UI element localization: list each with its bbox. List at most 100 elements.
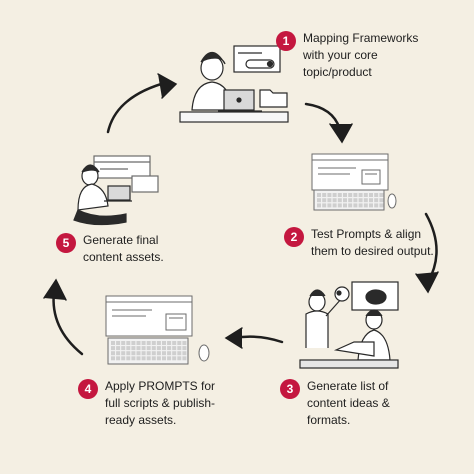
keyboard-key <box>363 193 368 197</box>
curved-arrow-icon <box>106 73 178 134</box>
curved-arrow-icon <box>224 327 284 349</box>
step-label: Mapping Frameworks with your core topic/… <box>303 31 419 79</box>
keyboard-key <box>136 341 141 345</box>
keyboard-key <box>379 203 384 208</box>
keyboard-key <box>327 203 332 208</box>
keyboard-key <box>131 346 136 351</box>
keyboard-key <box>182 341 187 345</box>
keyboard-key <box>156 351 161 356</box>
keyboard-key <box>151 351 156 356</box>
keyboard-key <box>162 341 166 345</box>
keyboard-key <box>116 341 121 345</box>
keyboard-key <box>337 198 342 203</box>
person-sitting-with-laptop-illustration <box>73 155 159 226</box>
step-label: Generate list of content ideas & formats… <box>307 379 390 427</box>
keyboard-key <box>343 193 347 197</box>
curved-arrow-icon <box>415 212 439 294</box>
keyboard-key <box>358 198 363 203</box>
step-4: 4 Apply PROMPTS for full scripts & publi… <box>78 378 215 429</box>
keyboard-key <box>369 198 373 203</box>
keyboard-key <box>156 356 161 361</box>
keyboard-key <box>141 341 146 345</box>
keyboard-key <box>332 193 337 197</box>
keyboard-key <box>151 346 156 351</box>
keyboard-key <box>116 351 121 356</box>
keyboard-key <box>167 356 172 361</box>
keyboard-key <box>353 193 358 197</box>
keyboard-key <box>146 356 151 361</box>
keyboard-key <box>374 193 379 197</box>
keyboard-key <box>348 203 353 208</box>
keyboard-key <box>111 341 115 345</box>
keyboard-key <box>167 351 172 356</box>
keyboard-key <box>374 203 379 208</box>
curved-arrow-icon <box>304 102 353 144</box>
keyboard-key <box>317 193 321 197</box>
keyboard-key <box>167 346 172 351</box>
keyboard-key <box>177 341 182 345</box>
keyboard-key <box>177 346 182 351</box>
keyboard-key <box>146 346 151 351</box>
keyboard-key <box>136 356 141 361</box>
keyboard-key <box>131 356 136 361</box>
keyboard-key <box>141 346 146 351</box>
keyboard-key <box>172 341 177 345</box>
keyboard-key <box>121 356 126 361</box>
keyboard-key <box>151 341 156 345</box>
keyboard-key <box>141 356 146 361</box>
step-label: Generate final content assets. <box>83 233 164 264</box>
keyboard-key <box>332 203 337 208</box>
keyboard-key <box>172 356 177 361</box>
step-number-badge: 3 <box>280 379 300 399</box>
keyboard-key <box>121 346 126 351</box>
mouse-icon <box>198 344 210 362</box>
keyboard-keys-right <box>317 193 384 208</box>
keyboard-key <box>162 356 166 361</box>
keyboard-key <box>363 203 368 208</box>
step-1: 1 Mapping Frameworks with your core topi… <box>276 30 418 81</box>
step-5: 5 Generate final content assets. <box>56 232 164 266</box>
keyboard-key <box>182 356 187 361</box>
step-number-badge: 1 <box>276 31 296 51</box>
keyboard-key <box>353 198 358 203</box>
keyboard-key <box>126 341 131 345</box>
step-number-badge: 2 <box>284 227 304 247</box>
keyboard-key <box>156 346 161 351</box>
keyboard-key <box>177 351 182 356</box>
keyboard-key <box>172 346 177 351</box>
keyboard-key <box>358 193 363 197</box>
keyboard-key <box>146 351 151 356</box>
keyboard-key <box>126 351 131 356</box>
keyboard-key <box>136 346 141 351</box>
keyboard-key <box>182 346 187 351</box>
mouse-icon <box>387 193 397 209</box>
keyboard-key <box>136 351 141 356</box>
keyboard-key <box>379 198 384 203</box>
keyboard-key <box>374 198 379 203</box>
step-2: 2 Test Prompts & align them to desired o… <box>284 226 434 260</box>
keyboard-key <box>379 193 384 197</box>
keyboard-key <box>151 356 156 361</box>
team-meeting-illustration <box>299 281 399 369</box>
keyboard-key <box>322 198 327 203</box>
keyboard-key <box>369 203 373 208</box>
keyboard-key <box>369 193 373 197</box>
keyboard-key <box>131 341 136 345</box>
keyboard-key <box>172 351 177 356</box>
step-label: Apply PROMPTS for full scripts & publish… <box>105 379 216 427</box>
keyboard-key <box>317 203 321 208</box>
keyboard-key <box>141 351 146 356</box>
keyboard-key <box>131 351 136 356</box>
keyboard-key <box>343 203 347 208</box>
keyboard-key <box>146 341 151 345</box>
keyboard-key <box>111 356 115 361</box>
keyboard-key <box>353 203 358 208</box>
step-number-badge: 5 <box>56 233 76 253</box>
keyboard-key <box>162 346 166 351</box>
keyboard-key <box>156 341 161 345</box>
keyboard-key <box>337 193 342 197</box>
step-number-badge: 4 <box>78 379 98 399</box>
keyboard-key <box>177 356 182 361</box>
person-at-laptop-illustration <box>179 45 289 123</box>
